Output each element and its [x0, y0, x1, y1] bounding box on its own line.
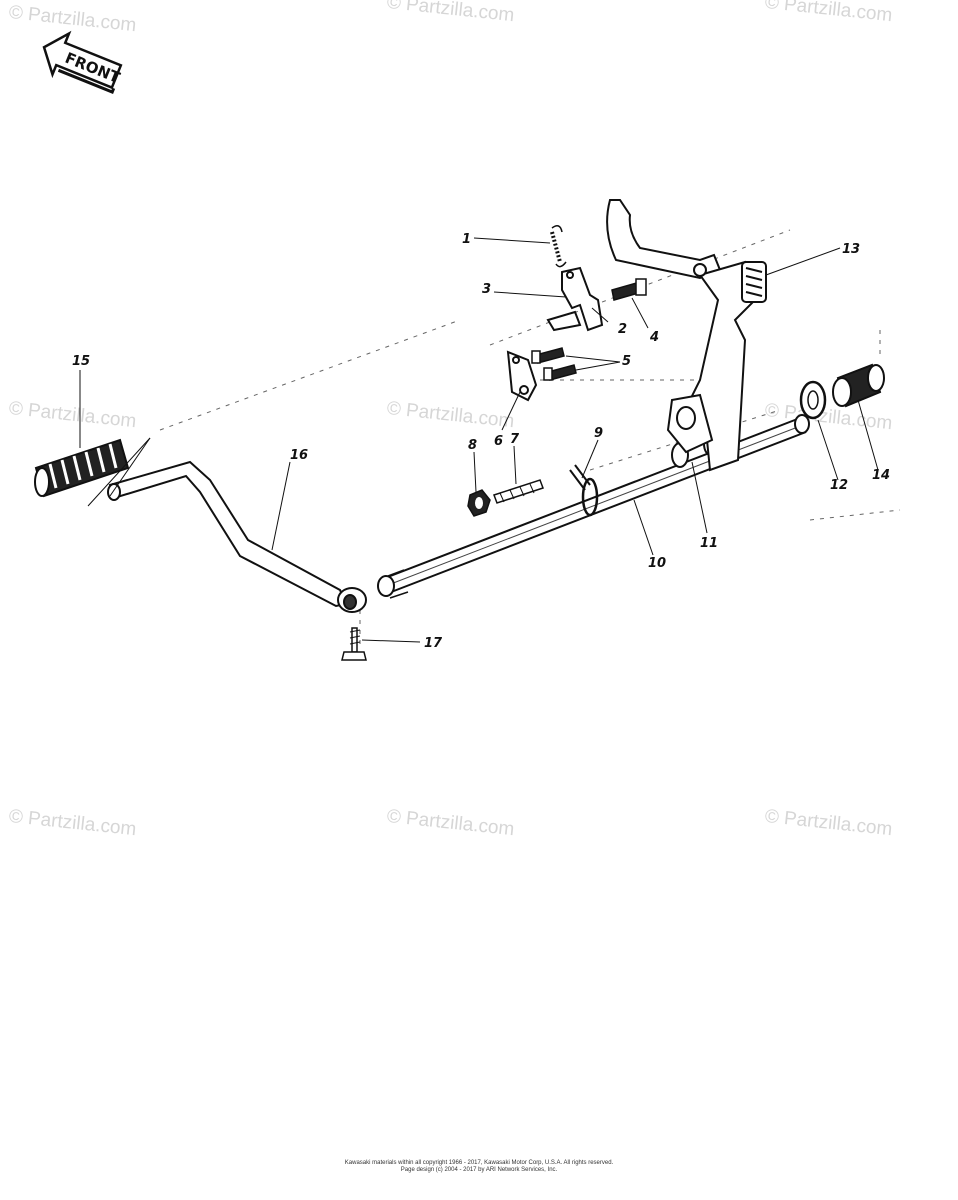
callout-8: 8: [468, 438, 478, 453]
pin: [493, 479, 544, 504]
bolt: [611, 278, 647, 301]
callout-11: 11: [700, 536, 719, 551]
callout-2: 2: [618, 322, 628, 337]
leader-lines: [79, 237, 879, 643]
callout-16: 16: [290, 448, 309, 463]
pawl-spring: [550, 225, 567, 268]
callout-13: 13: [842, 242, 861, 257]
callout-14: 14: [872, 468, 891, 483]
bolts-pair: [531, 347, 577, 381]
copyright-page-design: Page design (c) 2004 - 2017 by ARI Netwo…: [400, 1167, 558, 1173]
bushing: [832, 363, 885, 408]
callout-15: 15: [72, 354, 91, 369]
callout-6: 6: [494, 434, 504, 449]
pedal-bolt: [341, 627, 367, 661]
return-spring: [741, 261, 767, 303]
callout-5: 5: [622, 354, 632, 369]
shaft-spring: [569, 464, 599, 517]
callout-3: 3: [482, 282, 492, 297]
stopper-plate: [506, 350, 538, 402]
callout-7: 7: [510, 432, 520, 447]
front-arrow-icon: FRONT: [42, 30, 123, 94]
nut: [467, 489, 491, 517]
pawl-plate: [546, 266, 604, 332]
copyright-notice: Kawasaki materials within all copyright …: [344, 1160, 614, 1166]
callout-12: 12: [830, 478, 849, 493]
washer: [799, 380, 827, 420]
pedal-rubber: [34, 438, 130, 498]
callout-17: 17: [424, 636, 443, 651]
guide-lines: [159, 229, 901, 650]
callout-9: 9: [594, 426, 604, 441]
callout-10: 10: [648, 556, 667, 571]
callout-4: 4: [650, 330, 660, 345]
shift-arm: [606, 199, 757, 472]
callout-1: 1: [462, 232, 472, 247]
shift-pedal-arm: [107, 460, 367, 613]
shift-shaft: [377, 414, 810, 599]
